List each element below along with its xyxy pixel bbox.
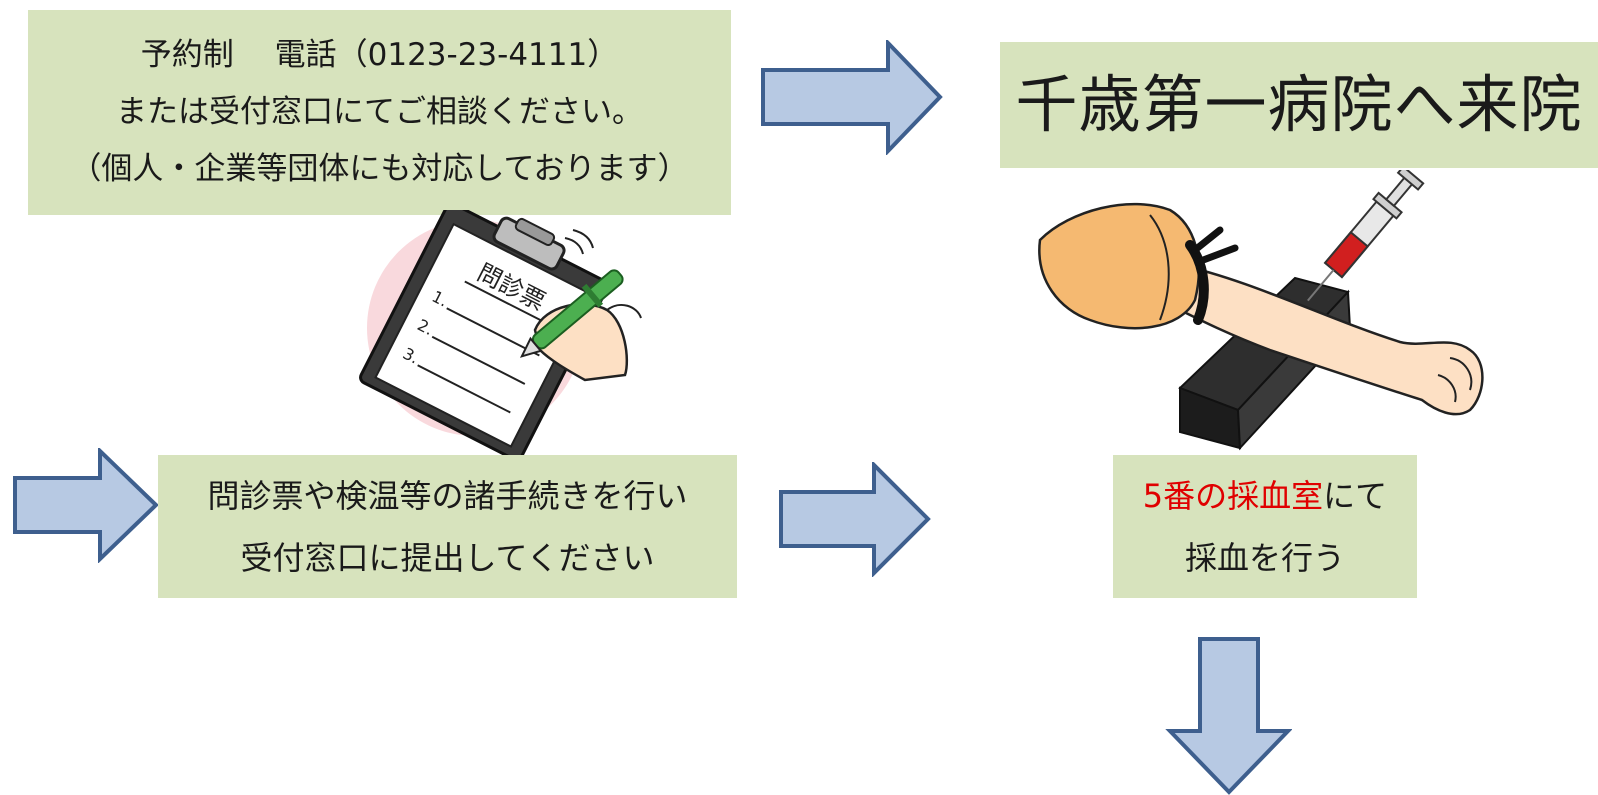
arrow-right-icon xyxy=(779,462,931,577)
blood-draw-box: 5番の採血室にて 採血を行う xyxy=(1113,455,1417,598)
forms-line-1: 問診票や検温等の諸手続きを行い xyxy=(207,476,688,515)
reservation-line-1: 予約制 電話（0123-23-4111） xyxy=(140,37,619,73)
blood-draw-arm-icon xyxy=(1038,170,1484,451)
hospital-visit-title: 千歳第一病院へ来院 xyxy=(1015,68,1583,141)
hospital-visit-box: 千歳第一病院へ来院 xyxy=(1000,42,1598,168)
clipboard-pen-icon: 問診票 1. 2. 3. xyxy=(359,210,642,455)
arrow-right-icon xyxy=(761,40,943,155)
blood-line-1-rest: にて xyxy=(1323,476,1388,515)
blood-line-1: 5番の採血室にて xyxy=(1143,465,1387,527)
reservation-line-2: または受付窓口にてご相談ください。 xyxy=(116,94,643,130)
reservation-line-3: （個人・企業等団体にも対応しております） xyxy=(70,151,689,187)
blood-line-2: 採血を行う xyxy=(1184,538,1345,577)
questionnaire-procedure-box: 問診票や検温等の諸手続きを行い 受付窓口に提出してください xyxy=(158,455,737,598)
blood-room-highlight: 5番の採血室 xyxy=(1142,476,1324,515)
arrow-down-icon xyxy=(1165,637,1292,795)
forms-line-2: 受付窓口に提出してください xyxy=(240,538,655,577)
reservation-box: 予約制 電話（0123-23-4111） または受付窓口にてご相談ください。 （… xyxy=(28,10,731,215)
arrow-right-icon xyxy=(13,448,159,563)
